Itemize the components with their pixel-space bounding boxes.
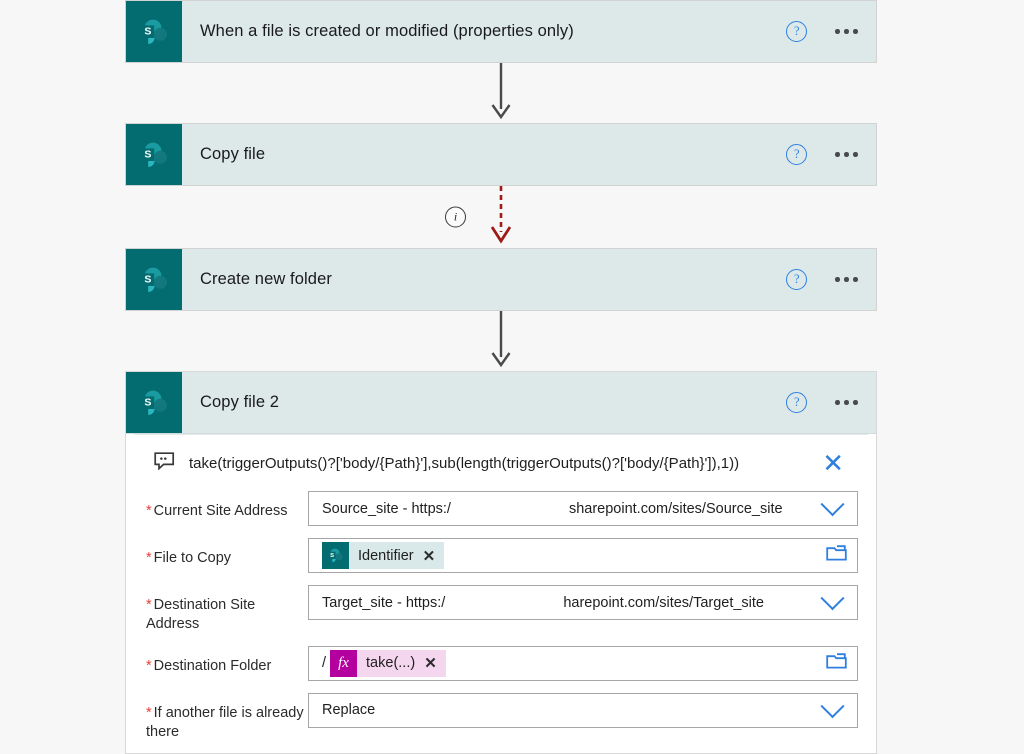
- expression-text: take(triggerOutputs()?['body/{Path}'],su…: [189, 454, 740, 472]
- card-body: take(triggerOutputs()?['body/{Path}'],su…: [126, 434, 876, 742]
- close-icon[interactable]: ✕: [822, 448, 844, 478]
- token-expression[interactable]: fx take(...) ✕: [330, 649, 446, 677]
- chevron-down-icon[interactable]: [820, 492, 845, 517]
- token-label: take(...): [366, 655, 416, 672]
- sharepoint-icon: S: [126, 372, 182, 433]
- flow-canvas: S When a file is created or modified (pr…: [125, 0, 877, 754]
- field-label: *File to Copy: [146, 538, 308, 568]
- card-header[interactable]: S Copy file ?: [126, 124, 876, 185]
- field-label-text: Current Site Address: [153, 503, 288, 519]
- value-prefix: Target_site - https:/: [322, 594, 446, 611]
- field-destination-site-address: *Destination Site Address Target_site - …: [126, 585, 876, 634]
- card-actions: ?: [786, 124, 876, 185]
- field-label: *Destination Site Address: [146, 585, 308, 634]
- card-header[interactable]: S Create new folder ?: [126, 249, 876, 310]
- card-actions: ?: [786, 1, 876, 62]
- destination-folder-input[interactable]: / fx take(...) ✕: [308, 645, 858, 681]
- field-label: *Current Site Address: [146, 491, 308, 521]
- remove-token-icon[interactable]: ✕: [422, 547, 436, 565]
- svg-text:S: S: [144, 396, 151, 408]
- card-header[interactable]: S When a file is created or modified (pr…: [126, 1, 876, 62]
- token-label: Identifier: [358, 547, 414, 564]
- required-asterisk: *: [146, 550, 152, 566]
- required-asterisk: *: [146, 704, 152, 721]
- more-options-icon[interactable]: [833, 146, 860, 163]
- card-title: Create new folder: [200, 270, 332, 288]
- dropdown-value: Replace: [322, 702, 376, 719]
- field-destination-folder: *Destination Folder / fx take(...) ✕: [126, 645, 876, 681]
- sharepoint-icon: S: [126, 124, 182, 185]
- field-label-text: Destination Folder: [153, 657, 272, 674]
- field-label: *If another file is already there: [146, 693, 308, 742]
- field-current-site-address: *Current Site Address Source_site - http…: [126, 491, 876, 526]
- card-title: Copy file: [200, 145, 266, 163]
- value-suffix: sharepoint.com/sites/Source_site: [568, 500, 783, 517]
- destination-site-dropdown[interactable]: Target_site - https:/ harepoint.com/site…: [308, 585, 858, 620]
- dropdown-value: Target_site - https:/ harepoint.com/site…: [322, 595, 824, 611]
- flow-card-create-new-folder[interactable]: S Create new folder ?: [125, 248, 877, 311]
- required-asterisk: *: [146, 597, 152, 613]
- value-suffix: harepoint.com/sites/Target_site: [563, 594, 764, 611]
- field-label-text: If another file is already there: [146, 704, 304, 740]
- sharepoint-icon: S: [126, 249, 182, 310]
- field-label-text: Destination Site Address: [146, 597, 256, 632]
- fx-icon: fx: [330, 649, 358, 677]
- more-options-icon[interactable]: [833, 271, 860, 288]
- value-prefix: Source_site - https:/: [322, 500, 451, 517]
- flow-card-copy-file[interactable]: S Copy file ?: [125, 123, 877, 186]
- field-label-text: File to Copy: [153, 550, 232, 566]
- sharepoint-icon: S: [126, 1, 182, 62]
- conflict-behavior-dropdown[interactable]: Replace: [308, 692, 858, 728]
- card-header[interactable]: S Copy file 2 ?: [126, 372, 876, 434]
- expression-bar[interactable]: take(triggerOutputs()?['body/{Path}'],su…: [134, 434, 868, 491]
- folder-icon[interactable]: [826, 652, 847, 675]
- required-asterisk: *: [146, 503, 152, 519]
- chevron-down-icon[interactable]: [820, 693, 845, 718]
- token-identifier[interactable]: S Identifier ✕: [322, 542, 445, 569]
- chevron-down-icon[interactable]: [820, 586, 845, 611]
- file-to-copy-input[interactable]: S Identifier ✕: [308, 538, 858, 573]
- field-label: *Destination Folder: [146, 646, 308, 676]
- flow-card-copy-file-2[interactable]: S Copy file 2 ?: [125, 371, 877, 754]
- site-address-dropdown[interactable]: Source_site - https:/ sharepoint.com/sit…: [308, 491, 858, 526]
- help-icon[interactable]: ?: [786, 392, 808, 413]
- dropdown-value: Source_site - https:/ sharepoint.com/sit…: [322, 501, 824, 517]
- more-options-icon[interactable]: [833, 23, 860, 40]
- field-file-to-copy: *File to Copy S Ide: [126, 538, 876, 573]
- more-options-icon[interactable]: [833, 394, 860, 411]
- card-title: When a file is created or modified (prop…: [200, 22, 574, 40]
- connector-dashed-error: i: [125, 186, 877, 248]
- comment-icon: [154, 451, 176, 475]
- help-icon[interactable]: ?: [786, 144, 808, 165]
- card-title: Copy file 2: [200, 393, 280, 411]
- svg-text:S: S: [330, 553, 334, 559]
- info-icon[interactable]: i: [445, 206, 466, 228]
- remove-token-icon[interactable]: ✕: [424, 655, 437, 673]
- flow-card-trigger[interactable]: S When a file is created or modified (pr…: [125, 0, 877, 63]
- svg-text:S: S: [144, 25, 151, 37]
- card-actions: ?: [786, 249, 876, 310]
- required-asterisk: *: [146, 657, 152, 674]
- svg-text:S: S: [144, 273, 151, 285]
- connector-solid-1: [125, 63, 877, 123]
- connector-solid-2: [125, 311, 877, 371]
- path-prefix: /: [322, 655, 327, 672]
- card-actions: ?: [786, 372, 876, 433]
- folder-icon[interactable]: [826, 544, 847, 567]
- svg-text:S: S: [144, 148, 151, 160]
- field-if-another-file-is-already-there: *If another file is already there Replac…: [126, 692, 876, 742]
- help-icon[interactable]: ?: [786, 269, 808, 290]
- help-icon[interactable]: ?: [786, 21, 808, 42]
- sharepoint-icon: S: [322, 542, 349, 569]
